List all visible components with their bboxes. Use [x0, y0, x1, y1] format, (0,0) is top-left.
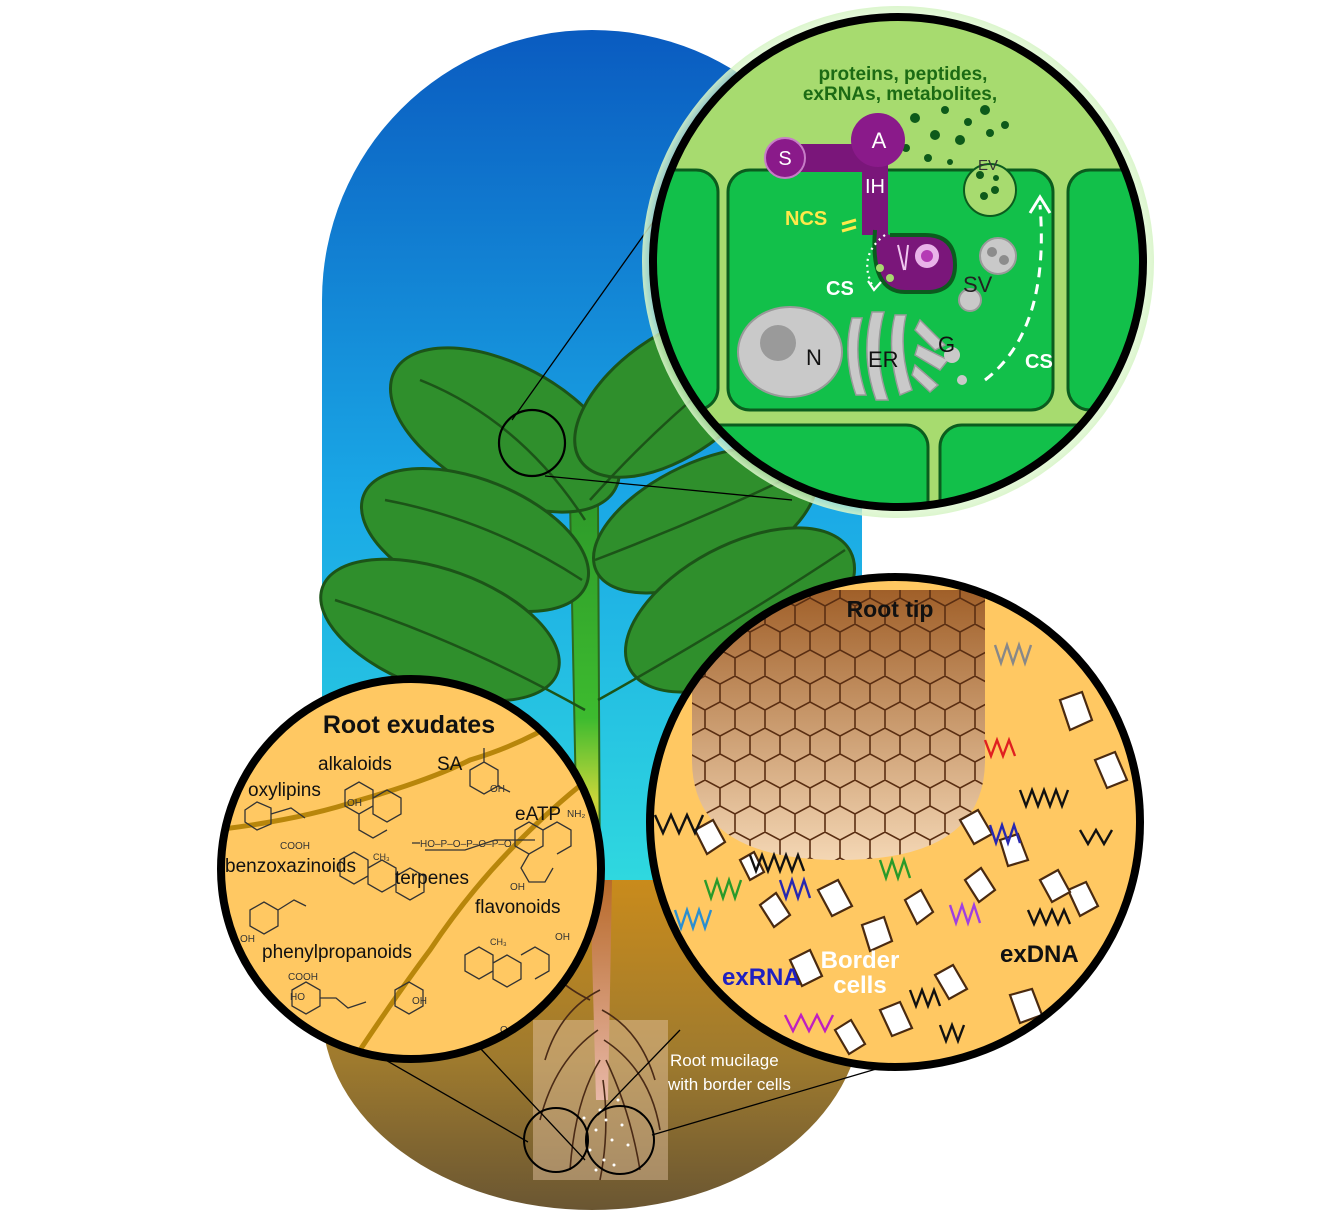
label-exDNA: exDNA [1000, 941, 1079, 968]
chem-COOH-2: COOH [288, 972, 318, 983]
label-exRNA: exRNA [722, 964, 801, 991]
label-terpenes: terpenes [395, 868, 469, 889]
label-eATP: eATP [515, 804, 561, 825]
chem-HO: HO [290, 992, 305, 1003]
chem-OH-5: OH [412, 996, 427, 1007]
chem-CH3-1: CH₃ [373, 852, 390, 862]
chem-OH-1: OH [347, 798, 362, 809]
label-benzoxazinoids: benzoxazinoids [225, 856, 356, 877]
label-SV: SV [963, 272, 993, 297]
label-CS-left: CS [826, 278, 854, 300]
label-SA: SA [437, 754, 463, 775]
label-N: N [806, 345, 822, 370]
chem-OH-6: OH [555, 932, 570, 943]
label-alkaloids: alkaloids [318, 754, 392, 775]
label-NCS: NCS [785, 208, 827, 230]
label-border-cells-1: Border [821, 947, 900, 974]
chem-CH3-2: CH₃ [490, 937, 507, 947]
root-exudates-title: Root exudates [323, 711, 495, 739]
label-flavonoids: flavonoids [475, 897, 561, 918]
root-mucilage-label-2: with border cells [667, 1075, 791, 1094]
label-phenylpropanoids: phenylpropanoids [262, 942, 412, 963]
secreted-molecules-line2: exRNAs, metabolites, [803, 84, 997, 105]
root-tip-title: Root tip [847, 596, 934, 622]
label-border-cells-2: cells [833, 972, 886, 999]
chem-COOH-1: COOH [280, 841, 310, 852]
chem-OH-2: OH [490, 784, 505, 795]
chem-NH2: NH₂ [567, 809, 585, 820]
label-CS-right: CS [1025, 351, 1053, 373]
label-IH: IH [865, 176, 885, 198]
label-S: S [778, 148, 791, 170]
label-A: A [872, 128, 887, 153]
chem-OH-3: OH [510, 882, 525, 893]
label-ER: ER [868, 347, 899, 372]
label-G: G [938, 332, 955, 357]
root-mucilage-label-1: Root mucilage [670, 1051, 779, 1070]
secreted-molecules-line1: proteins, peptides, [819, 64, 988, 85]
chem-phosphate: HO–P–O–P–O–P–O [420, 839, 512, 850]
label-oxylipins: oxylipins [248, 780, 321, 801]
label-EV: EV [978, 157, 998, 174]
chem-OH-4: OH [240, 934, 255, 945]
